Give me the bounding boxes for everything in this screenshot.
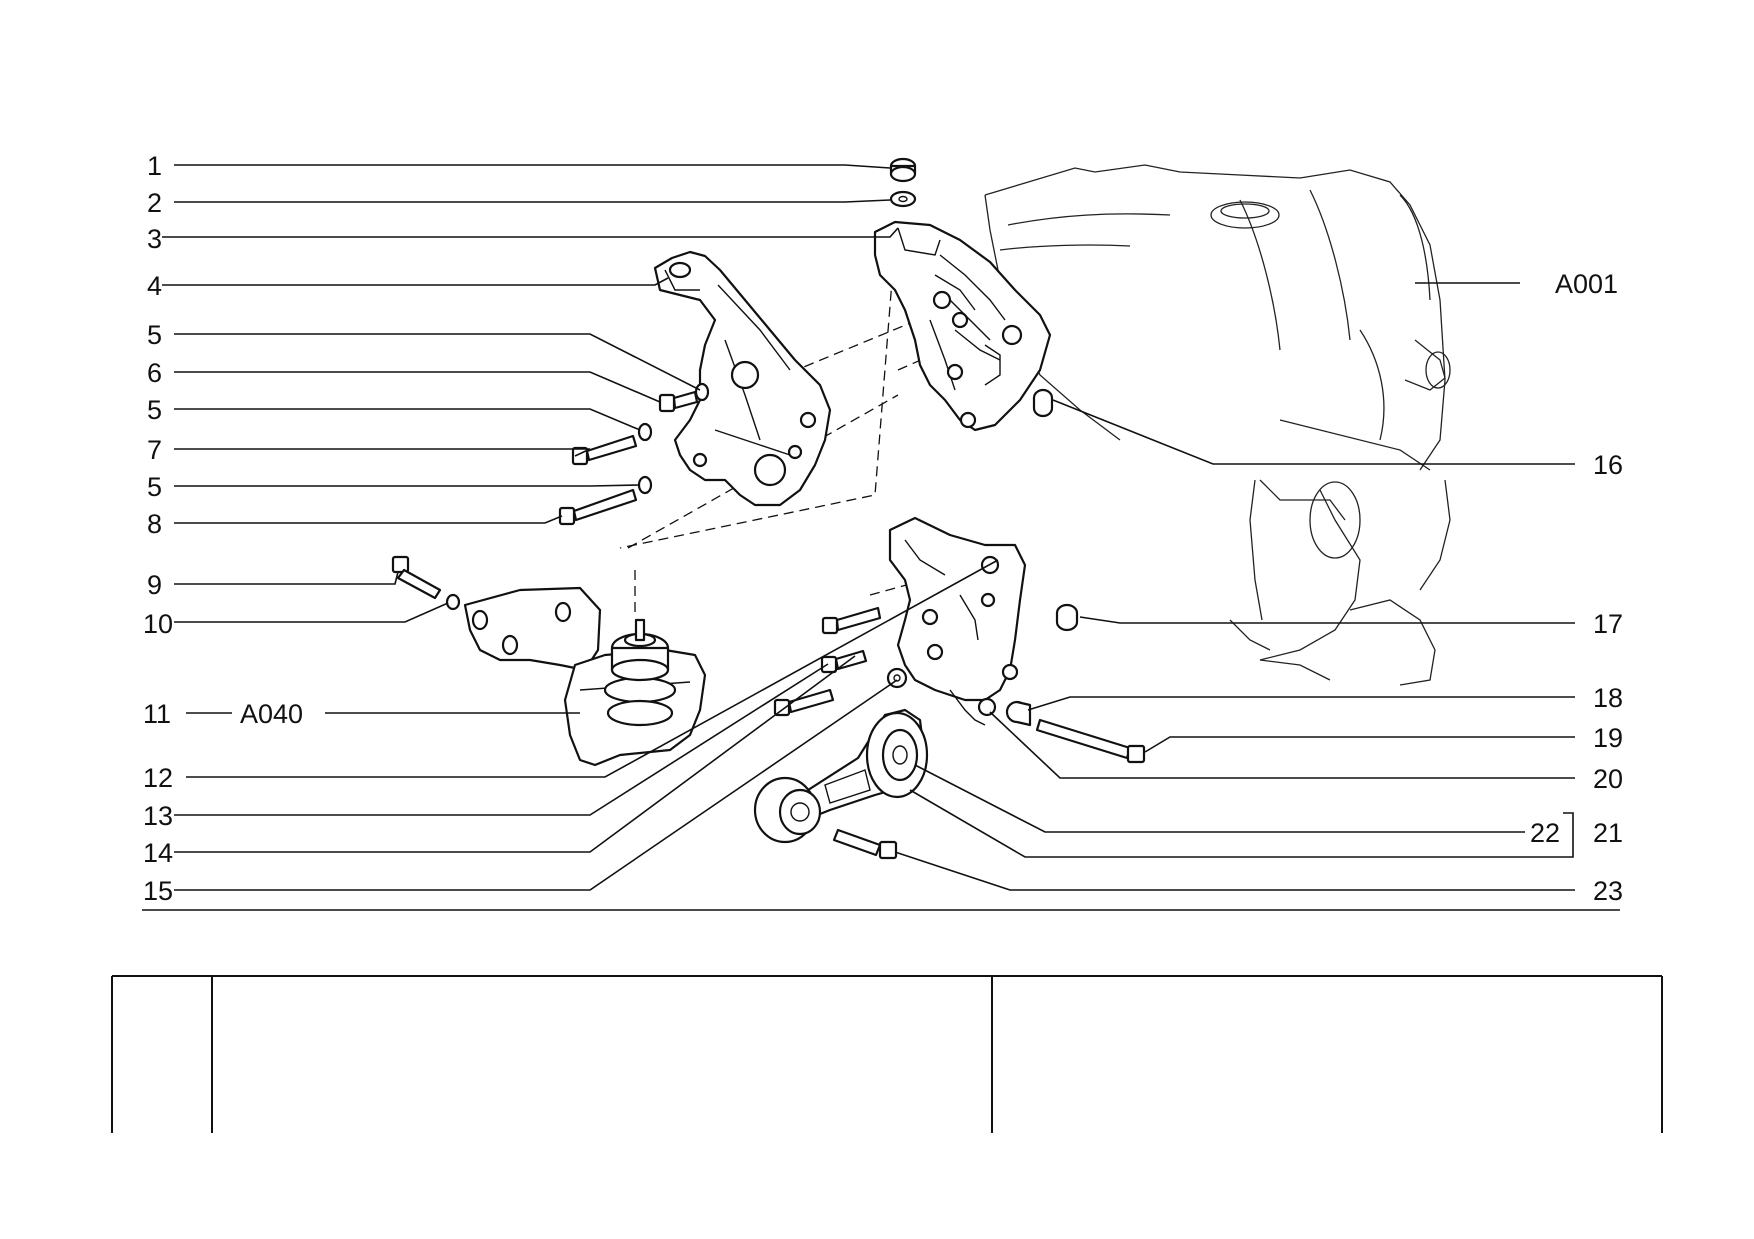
part-18-bushing — [1005, 700, 1032, 727]
parts-table — [111, 975, 1663, 1133]
callout-9: 9 — [147, 570, 162, 600]
part-19-long-bolt — [1035, 718, 1146, 764]
callout-20: 20 — [1593, 764, 1623, 794]
callout-5c: 5 — [147, 472, 162, 502]
part-1-nut — [889, 157, 917, 183]
callout-2: 2 — [147, 188, 162, 218]
callout-18: 18 — [1593, 683, 1623, 713]
part-12-bolt — [821, 606, 882, 635]
callout-4: 4 — [147, 271, 162, 301]
part-5-washer-c — [637, 475, 653, 495]
callout-13: 13 — [143, 801, 173, 831]
part-10-washer — [445, 593, 461, 611]
callout-21: 21 — [1593, 818, 1623, 848]
callout-15: 15 — [143, 876, 173, 906]
callout-12: 12 — [143, 763, 173, 793]
callout-19: 19 — [1593, 723, 1623, 753]
small-mount-bracket — [463, 586, 602, 672]
callout-labels: 1 2 3 4 5 6 5 7 5 8 9 10 11 A040 12 13 1… — [143, 151, 1623, 906]
callout-10: 10 — [143, 609, 173, 639]
part-5-washer-a — [694, 382, 710, 402]
part-23-bolt — [832, 828, 898, 860]
part-6-short-bolt — [658, 390, 699, 413]
engine-block-outline — [984, 164, 1451, 686]
part-5-washer-b — [637, 422, 653, 442]
callout-11: 11 — [143, 699, 171, 729]
leader-lines — [142, 164, 1620, 911]
lower-bracket — [888, 516, 1027, 726]
part-8-long-bolt — [558, 488, 638, 526]
part-2-washer — [889, 190, 917, 208]
callout-14: 14 — [143, 838, 173, 868]
callout-22: 22 — [1530, 818, 1560, 848]
callout-ref-engine: A001 — [1555, 269, 1618, 299]
callout-8: 8 — [147, 509, 162, 539]
callout-3: 3 — [147, 224, 162, 254]
part-7-long-bolt — [571, 434, 638, 466]
callout-5a: 5 — [147, 320, 162, 350]
part-4-left-bracket — [653, 250, 832, 507]
part-16-spacer — [1032, 388, 1054, 418]
part-11-engine-mount — [563, 618, 707, 767]
callout-7: 7 — [147, 435, 162, 465]
callout-6: 6 — [147, 358, 162, 388]
callout-16: 16 — [1593, 450, 1623, 480]
part-14-bolt — [773, 688, 835, 717]
part-9-bolt — [391, 555, 442, 600]
part-3-upper-bracket — [873, 220, 1052, 432]
callout-11-ref: A040 — [240, 699, 303, 729]
callout-5b: 5 — [147, 395, 162, 425]
callout-23: 23 — [1593, 876, 1623, 906]
part-21-torque-rod — [753, 708, 929, 844]
callout-1: 1 — [147, 151, 162, 181]
callout-17: 17 — [1593, 609, 1623, 639]
part-17-spacer — [1055, 603, 1079, 632]
